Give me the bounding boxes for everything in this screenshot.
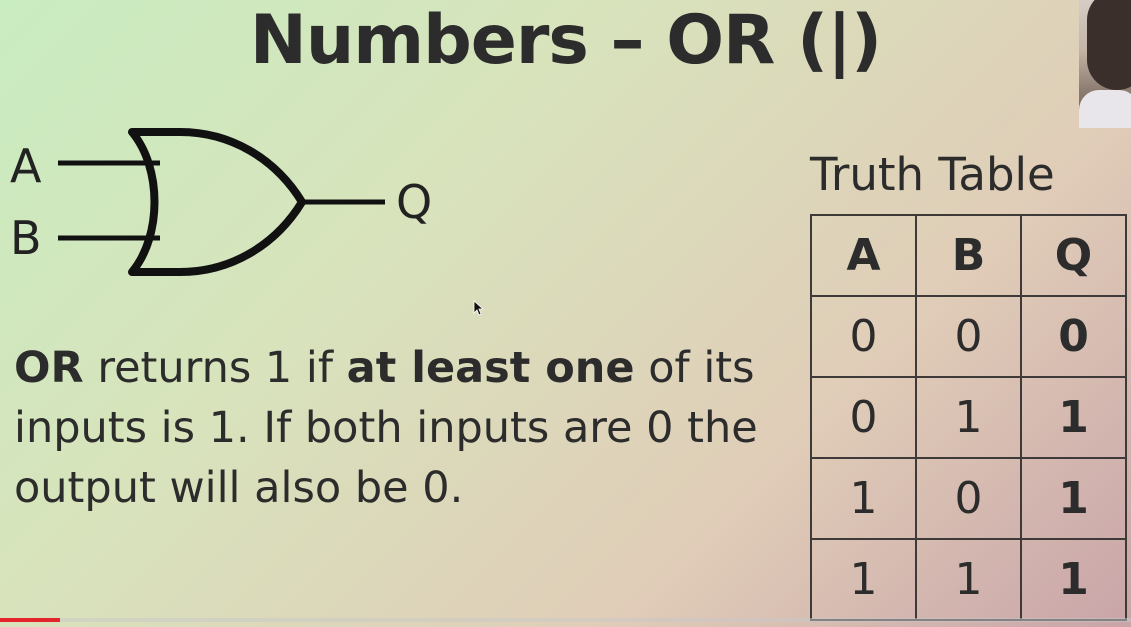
or-gate-diagram xyxy=(58,128,385,276)
cell-a: 0 xyxy=(810,376,917,459)
video-progress-fill xyxy=(0,618,60,622)
or-gate-symbol xyxy=(128,128,306,276)
or-keyword: OR xyxy=(14,343,84,393)
cell-a: 1 xyxy=(810,457,917,540)
table-row: 0 0 0 xyxy=(810,295,1127,378)
cell-b: 0 xyxy=(915,457,1022,540)
truth-table-title: Truth Table xyxy=(810,148,1055,201)
table-row: 1 0 1 xyxy=(810,457,1127,540)
header-b: B xyxy=(915,214,1022,297)
cell-b: 1 xyxy=(915,376,1022,459)
description-text-1: returns 1 if xyxy=(83,343,347,393)
header-q: Q xyxy=(1020,214,1127,297)
or-description: OR returns 1 if at least one of its inpu… xyxy=(14,338,774,518)
cell-q: 1 xyxy=(1020,538,1127,621)
cell-a: 1 xyxy=(810,538,917,621)
slide-title: Numbers – OR (|) xyxy=(249,1,882,80)
presenter-shoulder xyxy=(1079,90,1131,128)
cell-a: 0 xyxy=(810,295,917,378)
cell-q: 1 xyxy=(1020,376,1127,459)
truth-table: A B Q 0 0 0 0 1 1 1 0 1 1 1 xyxy=(810,214,1127,621)
description-text-2: of its inputs is 1. If both inputs are 0… xyxy=(14,343,758,513)
truth-table-header-row: A B Q xyxy=(810,214,1127,297)
input-b-label: B xyxy=(10,211,42,265)
webcam-overlay xyxy=(1079,0,1131,128)
output-q-label: Q xyxy=(396,175,433,229)
input-a-label: A xyxy=(10,139,42,193)
mouse-cursor-icon xyxy=(473,300,483,316)
cell-q: 0 xyxy=(1020,295,1127,378)
table-row: 1 1 1 xyxy=(810,538,1127,621)
cell-b: 1 xyxy=(915,538,1022,621)
header-a: A xyxy=(810,214,917,297)
presenter-hair xyxy=(1087,0,1131,90)
cell-q: 1 xyxy=(1020,457,1127,540)
video-progress-bar[interactable] xyxy=(0,618,1131,622)
at-least-one-emphasis: at least one xyxy=(346,343,635,393)
table-row: 0 1 1 xyxy=(810,376,1127,459)
cell-b: 0 xyxy=(915,295,1022,378)
